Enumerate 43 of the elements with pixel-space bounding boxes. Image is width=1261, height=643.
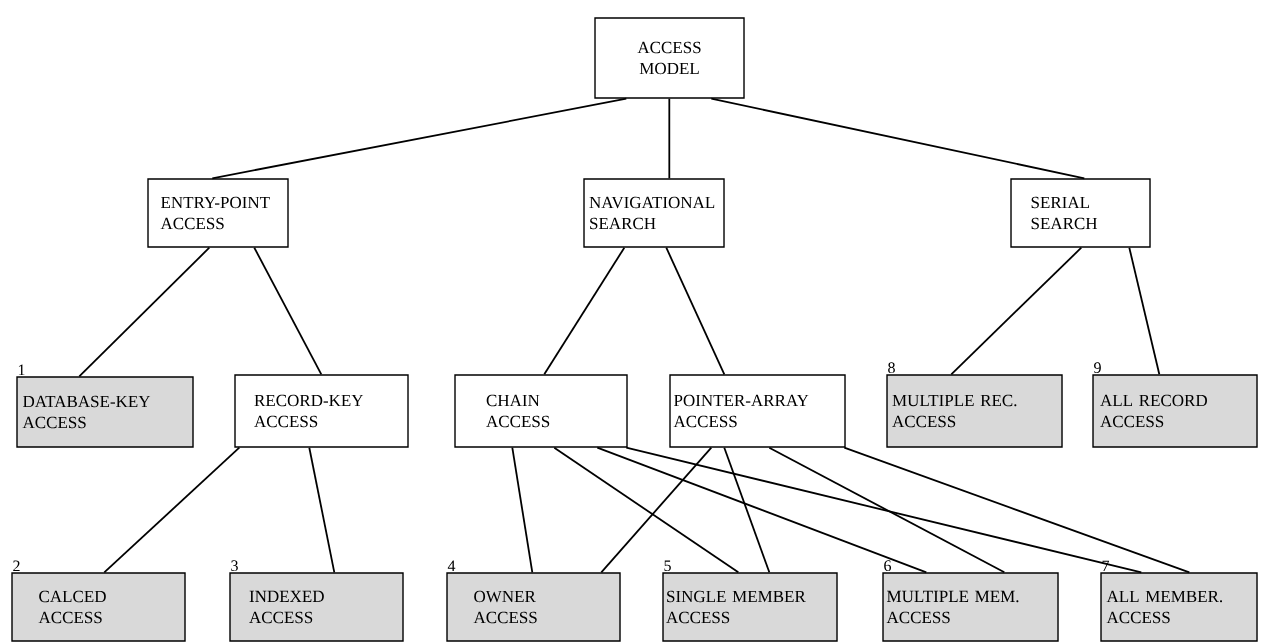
connector-line: [511, 446, 534, 574]
callout-number: 9: [1094, 362, 1101, 374]
tree-box: RECORD-KEY ACCESS: [234, 374, 409, 448]
shaded-box: SINGLE MEMBER ACCESS: [662, 572, 838, 642]
connector-line: [1128, 246, 1161, 376]
connector-line: [723, 446, 771, 574]
callout-number: 2: [13, 560, 20, 572]
connector-line: [843, 446, 1191, 574]
callout-number: 5: [664, 560, 671, 572]
tree-box: SERIAL SEARCH: [1010, 178, 1151, 248]
tree-box: NAVIGATIONAL SEARCH: [583, 178, 725, 248]
callout-number: 1: [18, 364, 25, 376]
shaded-box: MULTIPLE REC. ACCESS: [886, 374, 1063, 448]
shaded-box: OWNER ACCESS: [446, 572, 621, 642]
connector-line: [596, 446, 928, 574]
shaded-box: INDEXED ACCESS: [229, 572, 404, 642]
callout-number: 4: [447, 560, 456, 572]
connector-line: [211, 97, 628, 180]
tree-box: CHAIN ACCESS: [454, 374, 628, 448]
shaded-box: ALL MEMBER. ACCESS: [1100, 572, 1258, 642]
connector-line: [308, 446, 336, 574]
tree-box: POINTER-ARRAY ACCESS: [669, 374, 846, 448]
shaded-box: MULTIPLE MEM. ACCESS: [882, 572, 1059, 642]
connector-line: [665, 246, 726, 376]
connector-line: [950, 246, 1083, 376]
tree-box: ACCESS MODEL: [594, 17, 745, 99]
tree-box: ENTRY-POINT ACCESS: [147, 178, 289, 248]
connector-line: [625, 446, 1143, 574]
shaded-box: CALCED ACCESS: [11, 572, 186, 642]
connector-line: [543, 246, 626, 376]
connector-line: [253, 246, 323, 376]
callout-number: 3: [231, 560, 238, 572]
connector-line: [600, 446, 713, 574]
connector-line: [78, 246, 211, 378]
shaded-box: DATABASE-KEY ACCESS: [16, 376, 194, 448]
connector-line: [553, 446, 740, 574]
callout-number: 8: [888, 362, 895, 374]
callout-number: 6: [884, 560, 892, 572]
connector-line: [768, 446, 1006, 574]
connector-line: [668, 97, 671, 180]
connector-line: [103, 446, 241, 574]
shaded-box: ALL RECORD ACCESS: [1092, 374, 1258, 448]
connector-line: [710, 97, 1086, 180]
